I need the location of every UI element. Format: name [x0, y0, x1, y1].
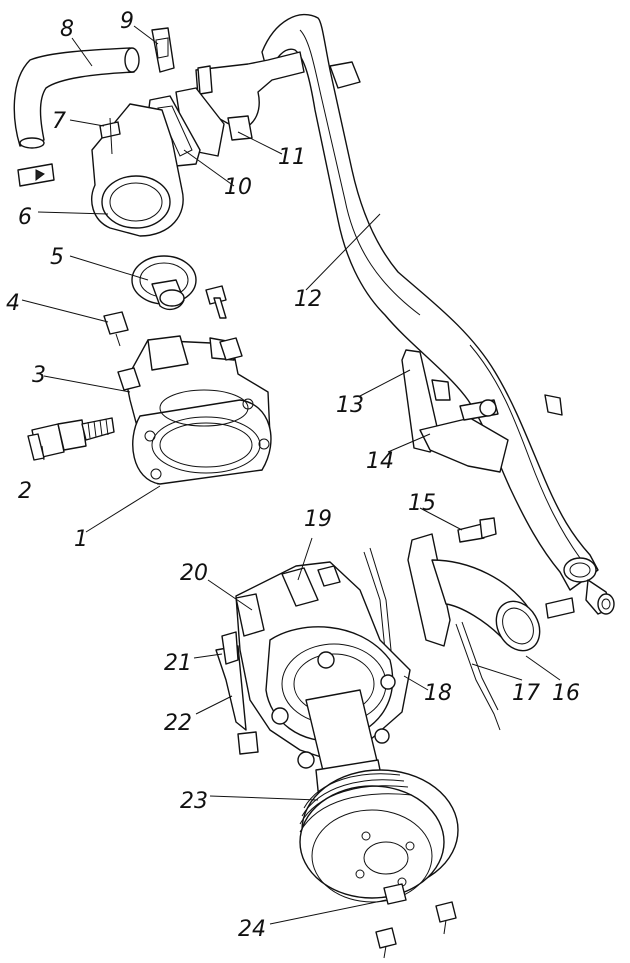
callout-14: 14	[366, 449, 394, 474]
callout-13: 13	[336, 393, 364, 418]
bracket-13	[401, 349, 509, 473]
callout-20: 20	[180, 561, 208, 586]
callout-3: 3	[32, 363, 46, 388]
callout-2: 2	[18, 479, 32, 504]
callout-22: 22	[164, 711, 192, 736]
callout-5: 5	[50, 245, 64, 270]
thermostat-housing-6	[91, 103, 184, 237]
callout-1: 1	[74, 527, 88, 552]
callout-11: 11	[278, 145, 306, 170]
callout-12: 12	[294, 287, 322, 312]
elbow-fitting-11	[175, 51, 305, 157]
clip-9	[17, 27, 175, 187]
inlet-elbow-16	[407, 533, 575, 731]
callout-8: 8	[60, 17, 74, 42]
callout-6: 6	[18, 205, 32, 230]
pulley-23	[299, 769, 459, 903]
water-outlet-housing-1	[117, 335, 272, 485]
callout-9: 9	[120, 9, 134, 34]
callout-17: 17	[512, 681, 540, 706]
callout-24: 24	[238, 917, 266, 942]
bolt-24	[375, 883, 457, 959]
thermostat-5	[131, 255, 227, 311]
hose-8	[13, 47, 140, 149]
leader-lines	[21, 25, 561, 925]
callout-10: 10	[224, 175, 252, 200]
temperature-sensor-2	[27, 417, 115, 461]
callout-7: 7	[52, 109, 66, 134]
bolt-4	[103, 297, 227, 347]
callout-labels: 1 2 3 4 5 6 7 8 9 10 11 12 13 14 15 16 1…	[6, 9, 580, 942]
callout-21: 21	[164, 651, 192, 676]
callout-15: 15	[408, 491, 436, 516]
coolant-pipe-12	[261, 13, 615, 615]
callout-19: 19	[304, 507, 332, 532]
callout-23: 23	[180, 789, 208, 814]
bolt-15	[457, 517, 497, 543]
callout-18: 18	[424, 681, 452, 706]
callout-16: 16	[552, 681, 580, 706]
callout-4: 4	[6, 291, 20, 316]
